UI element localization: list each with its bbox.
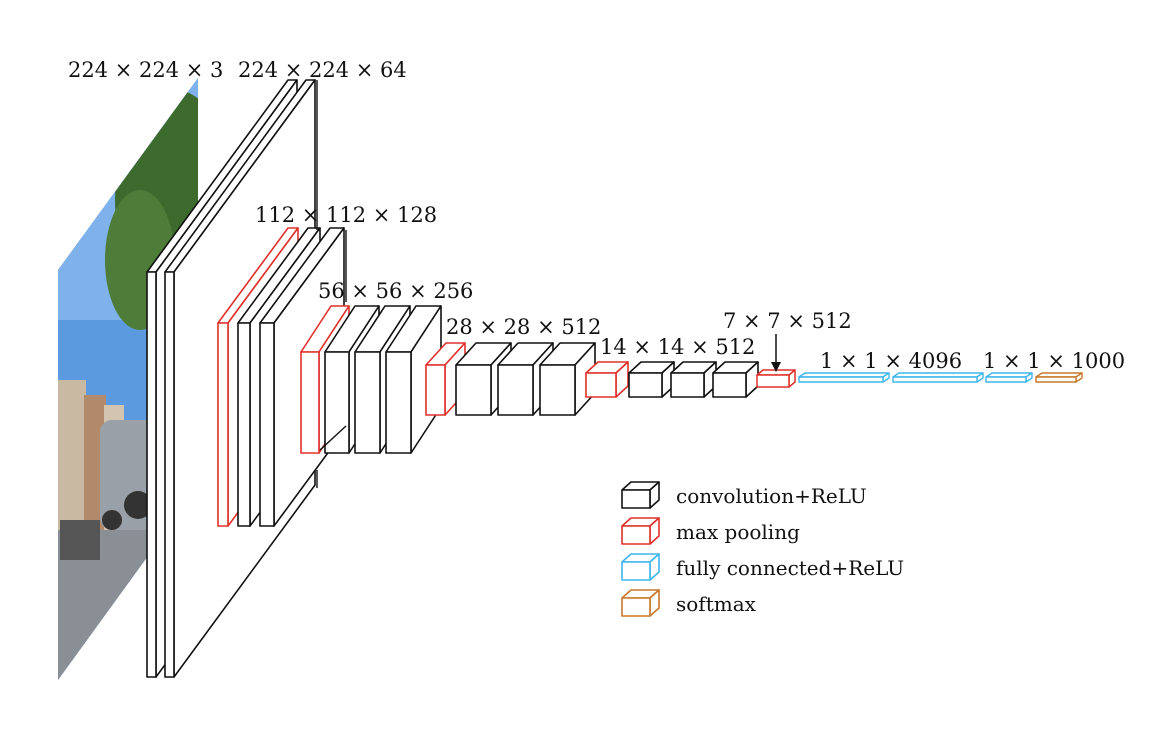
legend-label-conv: convolution+ReLU (676, 484, 867, 508)
black-cube-icon (621, 481, 660, 509)
blue-cube-icon (621, 553, 660, 581)
input-size-label: 224 × 224 × 3 (68, 58, 223, 82)
pool5-layer (756, 369, 796, 388)
conv5-layer-b (670, 361, 717, 398)
pool5-size-label: 7 × 7 × 512 (723, 309, 852, 333)
fc8-layer (985, 372, 1033, 383)
block4-size-label: 28 × 28 × 512 (446, 315, 601, 339)
pool4-layer (585, 361, 629, 398)
legend-label-fc: fully connected+ReLU (676, 556, 904, 580)
softmax-size-label: 1 × 1 × 1000 (983, 349, 1125, 373)
legend-label-pool: max pooling (676, 520, 800, 544)
block3-size-label: 56 × 56 × 256 (318, 279, 473, 303)
block2-size-label: 112 × 112 × 128 (255, 203, 437, 227)
fc7-layer (892, 372, 984, 383)
conv5-layer-a (628, 361, 675, 398)
red-cube-icon (621, 517, 660, 545)
block5-size-label: 14 × 14 × 512 (600, 335, 755, 359)
legend: convolution+ReLU max pooling fully conne… (621, 481, 904, 617)
network-blocks (146, 79, 1083, 678)
fc6-layer (798, 372, 890, 383)
guide-lines (316, 80, 347, 488)
legend-label-softmax: softmax (676, 592, 757, 616)
orange-cube-icon (621, 589, 660, 617)
legend-item-softmax: softmax (621, 589, 757, 617)
conv5-layer-c (712, 361, 759, 398)
softmax-layer (1035, 372, 1083, 383)
pool5-arrow (771, 334, 781, 372)
legend-item-conv: convolution+ReLU (621, 481, 867, 509)
block2-back-edge-b (319, 425, 347, 451)
legend-item-fc: fully connected+ReLU (621, 553, 904, 581)
fc-size-label: 1 × 1 × 4096 (820, 349, 962, 373)
block1-size-label: 224 × 224 × 64 (238, 58, 407, 82)
legend-item-pool: max pooling (621, 517, 800, 545)
